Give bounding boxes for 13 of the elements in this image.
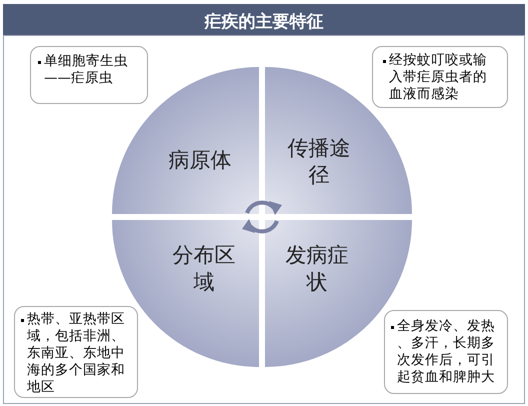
card-text: 全身发冷、发热、多汗，长期多次发作后，可引起贫血和脾肿大	[397, 318, 496, 386]
quadrant-label: 分布区域	[172, 242, 236, 296]
quadrant-label: 发病症状	[284, 242, 350, 296]
card-text: 经按蚊叮咬或输入带疟原虫者的血液而感染	[389, 52, 488, 103]
text-card	[384, 310, 508, 394]
text-card	[372, 46, 508, 108]
quadrant-label: 病原体	[168, 147, 232, 174]
card-text: 热带、亚热带区域，包括非洲、东南亚、东地中海的多个国家和地区	[27, 311, 126, 396]
card-text: 单细胞寄生虫——疟原虫	[44, 53, 129, 87]
title: 疟疾的主要特征	[203, 11, 324, 33]
text-card	[30, 46, 148, 104]
quadrant-label: 传播途径	[286, 135, 352, 189]
text-card	[14, 306, 138, 398]
